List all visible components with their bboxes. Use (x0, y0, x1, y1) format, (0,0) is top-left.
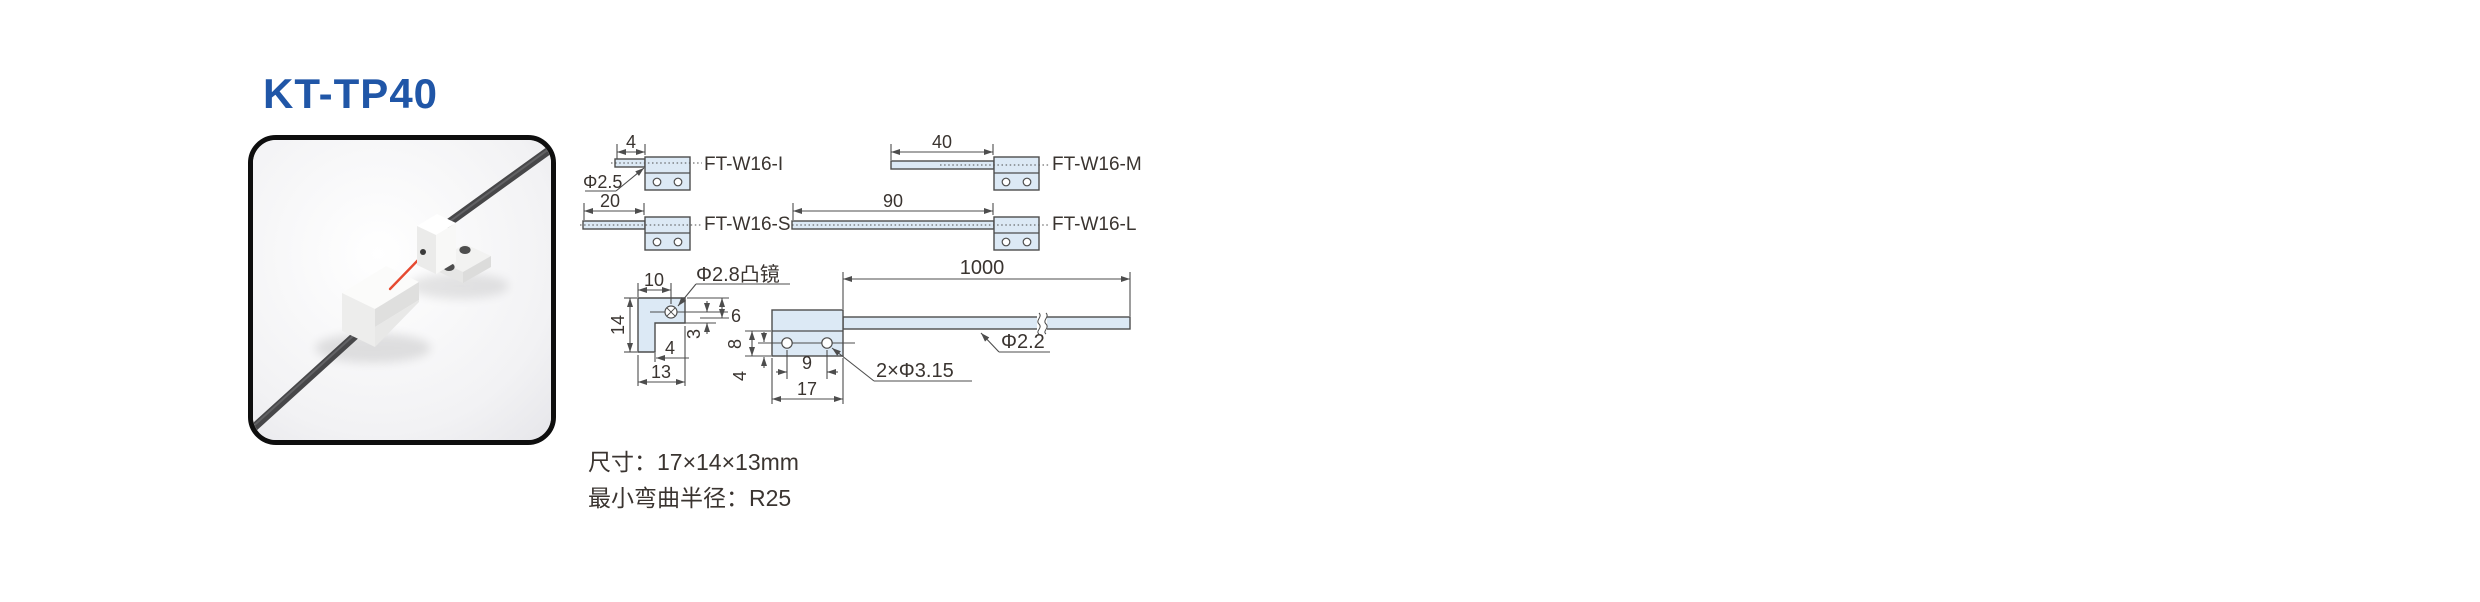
cable-diameter-note: Φ2.2 (1001, 331, 1045, 353)
variant-label: FT-W16-M (1052, 154, 1142, 175)
tip-diameter-note: Φ2.5 (583, 172, 622, 192)
shadow (409, 273, 509, 299)
product-photo (253, 140, 551, 440)
variant-drawing-ftw16l: 90 FT-W16-L (788, 191, 1136, 251)
mounting-hole (652, 237, 662, 247)
fiber-cable (253, 143, 551, 434)
variant-label: FT-W16-I (704, 154, 783, 175)
mounting-hole (1022, 177, 1032, 187)
technical-drawings: 4 FT-W16-I Φ2.5 40 FT-W16-M 20 (580, 132, 1142, 404)
dim-label: 6 (731, 306, 741, 326)
spec-size: 尺寸：17×14×13mm (588, 449, 799, 475)
dim-label: 4 (730, 371, 750, 381)
product-model-title: KT-TP40 (263, 70, 439, 117)
dim-label: 20 (600, 191, 620, 211)
cable-body (842, 316, 1131, 330)
fiber-lens-tip (420, 249, 426, 255)
mounting-hole (1001, 177, 1011, 187)
break-symbol (1037, 312, 1041, 335)
spec-min-bend-radius: 最小弯曲半径：R25 (588, 485, 792, 511)
dim-label: 10 (644, 270, 664, 290)
variant-label: FT-W16-L (1052, 214, 1136, 235)
bracket-body (771, 309, 844, 357)
dim-label: 4 (665, 338, 675, 358)
bracket-outline (637, 297, 686, 353)
sensor-head-front (417, 214, 491, 283)
front-view-drawing: 10 14 Φ2.8凸镜 6 3 4 13 (608, 263, 790, 386)
sensor-head-rear (342, 266, 419, 347)
dim-label: 14 (608, 315, 628, 335)
variant-drawing-ftw16s: 20 FT-W16-S (580, 191, 791, 251)
dim-label: 90 (883, 191, 903, 211)
variant-drawing-ftw16i: 4 FT-W16-I Φ2.5 (583, 132, 783, 192)
fiber-sleeve (890, 160, 995, 170)
mounting-hole (1001, 237, 1011, 247)
dim-label: 13 (651, 362, 671, 382)
hole-diameter-note: 2×Φ3.15 (876, 360, 954, 382)
product-photo-frame (248, 135, 556, 445)
spec-text-block: 尺寸：17×14×13mm 最小弯曲半径：R25 (588, 444, 799, 516)
mounting-hole (673, 237, 683, 247)
dim-label: 4 (626, 132, 636, 152)
dim-label: 1000 (960, 257, 1005, 279)
mounting-hole (821, 337, 833, 349)
dim-label: 40 (932, 132, 952, 152)
side-view-drawing: 1000 8 4 9 17 2×Φ3.15 Φ2.2 (725, 257, 1131, 404)
lens-note: Φ2.8凸镜 (696, 263, 780, 286)
mounting-hole (781, 337, 793, 349)
dim-label: 8 (725, 339, 745, 349)
dim-label: 3 (684, 329, 704, 339)
mounting-hole (652, 177, 662, 187)
laser-beam (388, 255, 423, 291)
dim-label: 17 (797, 379, 817, 399)
variant-drawing-ftw16m: 40 FT-W16-M (890, 132, 1142, 191)
mounting-hole (673, 177, 683, 187)
mounting-hole (1022, 237, 1032, 247)
break-symbol (1044, 312, 1048, 335)
variant-label: FT-W16-S (704, 214, 791, 235)
dim-label: 9 (802, 353, 812, 373)
